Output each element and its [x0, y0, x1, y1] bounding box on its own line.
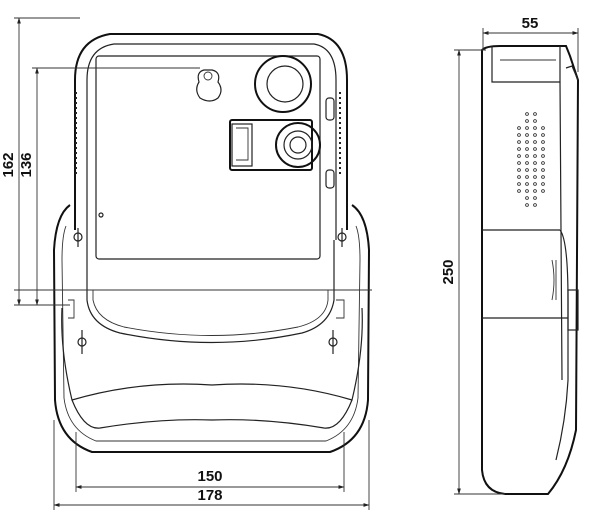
vent-dot: [517, 175, 521, 179]
vent-dot: [541, 182, 545, 186]
vent-grid: [517, 112, 545, 207]
front-cover-inner: [92, 290, 329, 336]
vent-dot: [517, 189, 521, 193]
vent-dot: [517, 133, 521, 137]
bracket-tab-detail: [236, 127, 249, 161]
vent-dot: [541, 126, 545, 130]
back-plate: [95, 55, 321, 260]
screw-right-lower: [328, 330, 338, 354]
bracket-tab: [231, 123, 253, 167]
vent-dot: [525, 112, 529, 116]
gland-outer: [275, 122, 321, 168]
side-clip: [567, 289, 579, 331]
vent-dot: [533, 175, 537, 179]
vent-dot: [541, 161, 545, 165]
vent-dot: [533, 140, 537, 144]
vent-dot: [533, 112, 537, 116]
vent-dot: [541, 147, 545, 151]
vent-dot: [541, 154, 545, 158]
vent-dot: [525, 133, 529, 137]
front-cover: [86, 240, 335, 344]
dim-label-136: 136: [18, 152, 35, 177]
vent-dot: [541, 133, 545, 137]
side-front-lip: [559, 65, 579, 381]
vent-dot: [533, 182, 537, 186]
vent-dot: [525, 147, 529, 151]
screw-right-upper: [337, 228, 347, 247]
vent-dot: [517, 161, 521, 165]
screw-left-upper: [73, 228, 83, 247]
vent-dot: [525, 175, 529, 179]
vent-dot: [533, 147, 537, 151]
base-lip-lower: [71, 399, 353, 429]
vent-dot: [525, 182, 529, 186]
vent-dot: [525, 126, 529, 130]
vent-dot: [533, 203, 537, 207]
knob-outer: [254, 55, 312, 113]
gland-mid: [283, 130, 313, 160]
vent-dot: [525, 196, 529, 200]
mount-tab-right: [336, 299, 345, 319]
vent-dot: [517, 140, 521, 144]
keyhole-top: [203, 71, 213, 81]
mount-tab-left: [68, 299, 75, 319]
vent-dot: [541, 189, 545, 193]
vent-dot: [533, 119, 537, 123]
dim-label-55: 55: [522, 15, 539, 32]
right-side-button-2: [325, 169, 335, 189]
dim-label-150: 150: [197, 468, 222, 485]
vent-dot: [533, 154, 537, 158]
dim-label-162: 162: [0, 152, 17, 177]
vent-dot: [517, 126, 521, 130]
base-housing-inner: [61, 225, 361, 442]
upper-body-inner: [86, 43, 337, 240]
vent-dot: [517, 182, 521, 186]
vent-dot: [525, 161, 529, 165]
gland-inner: [289, 136, 307, 154]
vent-dot: [533, 161, 537, 165]
vent-dot: [533, 126, 537, 130]
keyhole-slot: [196, 69, 222, 102]
vent-dot: [541, 175, 545, 179]
vent-dot: [533, 133, 537, 137]
vent-dot: [525, 119, 529, 123]
vent-dot: [533, 189, 537, 193]
base-housing-outline: [52, 204, 371, 453]
base-lip: [61, 307, 363, 401]
right-side-button: [325, 97, 335, 121]
side-clip-detail: [551, 259, 557, 301]
vent-dot: [541, 140, 545, 144]
vent-dot: [525, 168, 529, 172]
side-view: 55 250: [440, 15, 580, 495]
dim-label-178: 178: [197, 487, 222, 504]
vent-dot: [517, 147, 521, 151]
vent-dot: [525, 189, 529, 193]
vent-dot: [533, 168, 537, 172]
side-front-curve: [555, 229, 569, 461]
vent-dot: [533, 196, 537, 200]
vent-dot: [517, 168, 521, 172]
side-top-cap: [491, 46, 561, 83]
vent-dot: [525, 203, 529, 207]
side-body: [481, 45, 580, 495]
bracket: [229, 119, 313, 171]
vent-dot: [541, 168, 545, 172]
knob-inner: [266, 65, 304, 103]
led-dot: [98, 212, 104, 218]
upper-body-outline: [74, 33, 348, 230]
dim-label-250: 250: [440, 259, 457, 284]
screw-left-lower: [77, 330, 87, 354]
vent-dot: [525, 154, 529, 158]
vent-dot: [525, 140, 529, 144]
front-view: 162 136 150 178: [0, 17, 372, 510]
vent-dot: [517, 154, 521, 158]
